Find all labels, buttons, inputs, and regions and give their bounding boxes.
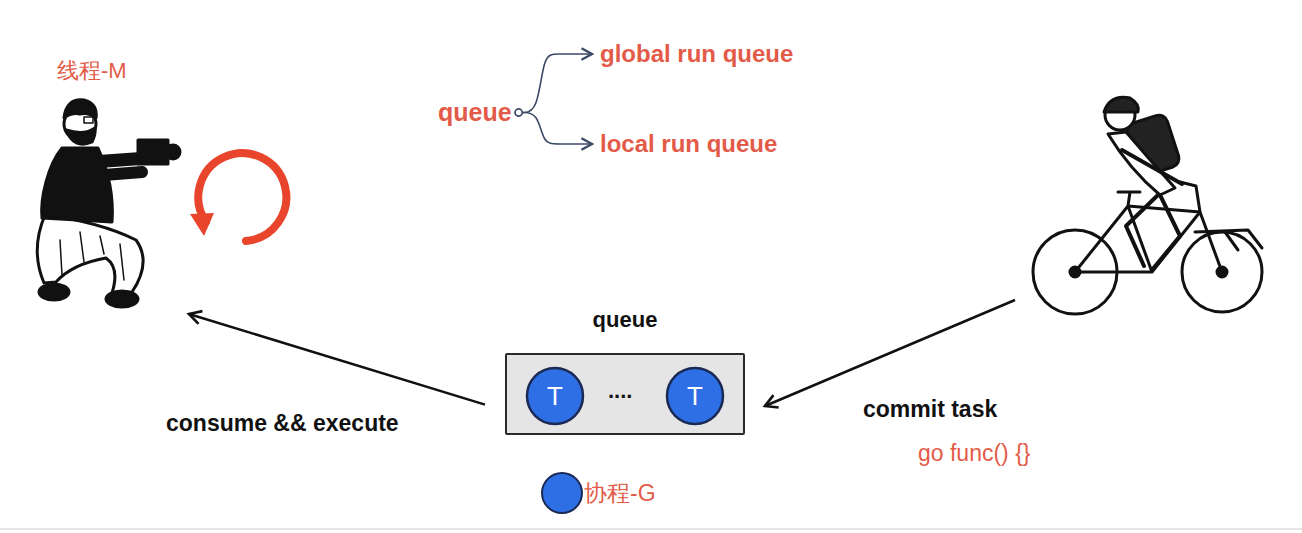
- drawing-path: [1104, 97, 1138, 112]
- node-text: global run queue: [600, 40, 793, 68]
- commit-label: commit task: [863, 396, 997, 423]
- drawing-path: [1122, 150, 1182, 184]
- node-text: queue: [438, 98, 512, 127]
- legend-swatch-box: [540, 471, 584, 515]
- loop-arrow: [190, 153, 286, 241]
- ellipsis-text: ....: [608, 378, 632, 404]
- thread-figure: 线程-M: [30, 50, 195, 318]
- drawing-path: [66, 172, 142, 178]
- drawing-circle: [1217, 267, 1227, 277]
- drawing-circle: [166, 145, 180, 159]
- goroutine-circle: T: [665, 366, 725, 426]
- drawing-ellipse: [106, 291, 138, 307]
- drawing-rect: [1125, 113, 1182, 177]
- node-text: 线程-M: [57, 56, 195, 86]
- branch-dot: [515, 109, 522, 116]
- drawing-rect: [84, 117, 93, 123]
- connector: [522, 54, 592, 113]
- drawing-circle: [64, 108, 96, 140]
- connector: [522, 113, 592, 145]
- queue-root-text: queue: [436, 96, 514, 129]
- queue-branch-text: global run queue: [598, 38, 795, 70]
- drawing-path: [1195, 230, 1262, 250]
- drawing-path: [1126, 195, 1158, 266]
- drawing-rect: [138, 140, 168, 164]
- drawing-path: [1152, 195, 1180, 270]
- drawing-path: [92, 158, 148, 162]
- node-text: local run queue: [600, 130, 777, 158]
- legend-text: 协程-G: [584, 478, 656, 509]
- circle-shape: [667, 368, 723, 424]
- commit-arrow: [765, 300, 1015, 406]
- drawing-path: [64, 100, 96, 118]
- drawing-circle: [1182, 232, 1262, 312]
- node-text: T: [547, 381, 563, 412]
- goroutine-circle: T: [525, 366, 585, 426]
- drawing-path: [60, 232, 124, 280]
- drawing-path: [1075, 182, 1222, 272]
- photographer-figure: [37, 100, 180, 307]
- code-label: go func() {}: [918, 440, 1031, 467]
- circle-shape: [527, 368, 583, 424]
- box-heading: queue: [507, 307, 743, 333]
- node-text: T: [687, 381, 703, 412]
- cyclist-figure: [1033, 97, 1262, 314]
- bottom-rule: [0, 528, 1302, 530]
- drawing-circle: [1033, 230, 1117, 314]
- queue-branch-text: local run queue: [598, 128, 779, 160]
- drawing-path: [37, 215, 143, 293]
- edge-label: consume && execute: [166, 410, 399, 437]
- drawing-circle: [1070, 267, 1080, 277]
- drawing-ellipse: [39, 284, 69, 300]
- drawing-path: [1108, 132, 1175, 195]
- drawing-circle: [1105, 100, 1135, 130]
- legend-swatch: [542, 473, 582, 513]
- drawing-path: [198, 153, 286, 241]
- drawing-path: [66, 128, 95, 144]
- drawing-path: [190, 213, 214, 236]
- drawing-path: [42, 148, 113, 222]
- connector: [189, 314, 485, 405]
- branch-dot: [515, 109, 522, 116]
